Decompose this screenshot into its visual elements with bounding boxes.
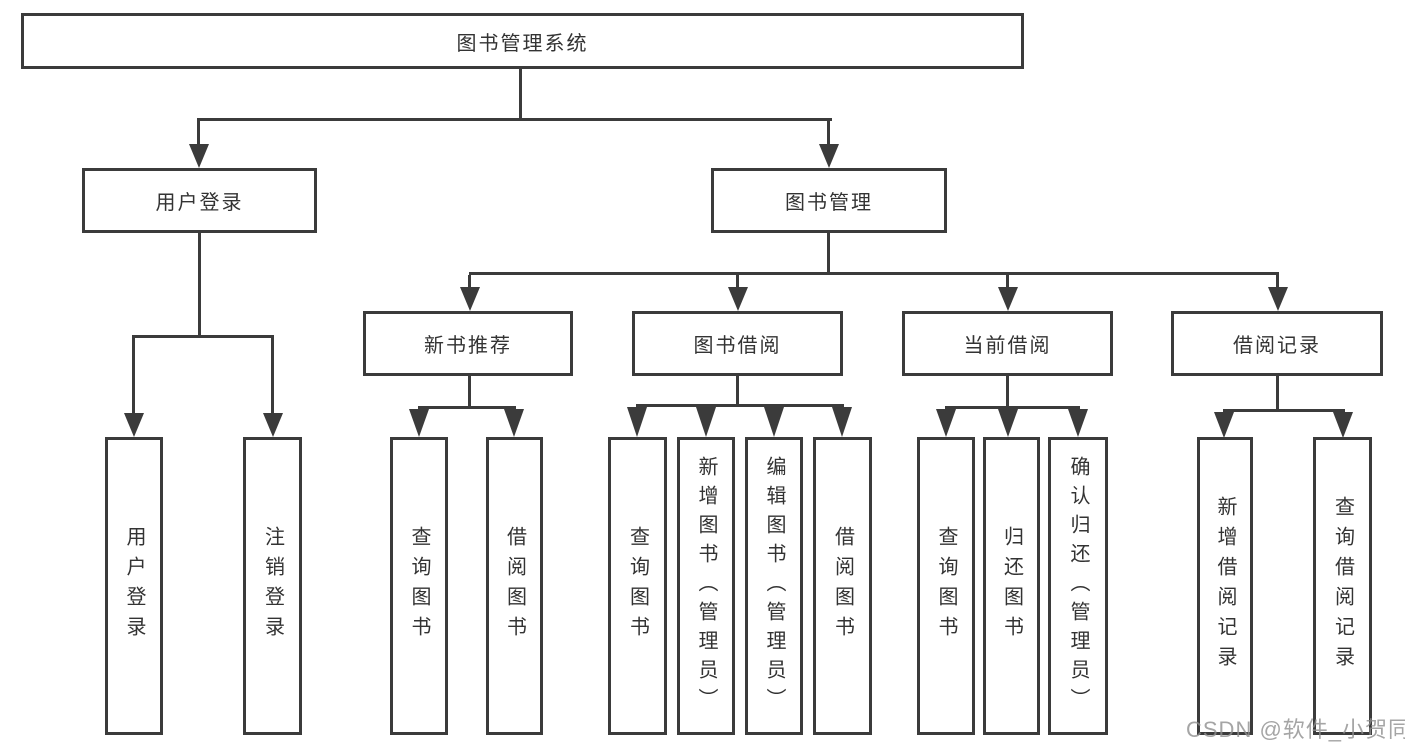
connector-line [736,376,739,404]
arrow-down-icon [1333,412,1353,438]
node-book-borrow: 图书借阅 [632,311,843,376]
leaf-query-borrow-record: 查询借阅记录 [1313,437,1372,735]
connector-line [1006,376,1009,406]
connector-line [198,233,201,335]
connector-line [1276,275,1279,289]
connector-line [197,118,832,121]
connector-line [1223,409,1345,412]
leaf-confirm-return-admin-label: 确认归还（管理员） [1067,455,1089,717]
arrow-down-icon [504,409,524,437]
leaf-edit-book-admin-label: 编辑图书（管理员） [763,455,785,717]
arrow-down-icon [1214,412,1234,438]
connector-line [636,404,844,407]
arrow-down-icon [998,409,1018,437]
arrow-down-icon [627,407,647,437]
leaf-return-book-label: 归还图书 [1000,526,1023,646]
leaf-newbook-borrow-book: 借阅图书 [486,437,543,735]
leaf-borrow-query-book: 查询图书 [608,437,667,735]
leaf-return-book: 归还图书 [983,437,1040,735]
arrow-down-icon [728,287,748,311]
leaf-newbook-query-book: 查询图书 [390,437,448,735]
connector-line [736,275,739,289]
leaf-newbook-query-book-label: 查询图书 [408,526,430,646]
arrow-down-icon [832,407,852,437]
arrow-down-icon [936,409,956,437]
csdn-watermark: CSDN @软件_小贺同学 [1186,717,1405,742]
leaf-query-borrow-record-label: 查询借阅记录 [1331,496,1354,676]
connector-line [1006,275,1009,289]
connector-line [1276,376,1279,409]
arrow-down-icon [460,287,480,311]
arrow-down-icon [819,144,839,168]
connector-line [418,406,516,409]
leaf-logout-label: 注销登录 [261,526,284,646]
leaf-newbook-borrow-book-label: 借阅图书 [503,526,526,646]
connector-line [468,275,471,289]
leaf-add-book-admin-label: 新增图书（管理员） [695,455,717,717]
leaf-add-book-admin: 新增图书（管理员） [677,437,735,735]
leaf-logout: 注销登录 [243,437,302,735]
node-borrow-record: 借阅记录 [1171,311,1383,376]
connector-line [271,338,274,413]
node-book-mgmt: 图书管理 [711,168,947,233]
node-current-borrow-label: 当前借阅 [963,335,1052,357]
arrow-down-icon [998,287,1018,311]
connector-line [827,233,830,272]
leaf-current-query-book: 查询图书 [917,437,975,735]
arrow-down-icon [263,413,283,437]
connector-line [468,376,471,406]
leaf-confirm-return-admin: 确认归还（管理员） [1048,437,1108,735]
leaf-edit-book-admin: 编辑图书（管理员） [745,437,803,735]
node-new-book: 新书推荐 [363,311,573,376]
node-borrow-record-label: 借阅记录 [1233,335,1321,357]
leaf-borrow-query-book-label: 查询图书 [626,526,649,646]
arrow-down-icon [1268,287,1288,311]
connector-line [827,121,830,147]
connector-line [132,338,135,413]
node-new-book-label: 新书推荐 [424,335,512,357]
node-root-label: 图书管理系统 [456,32,589,55]
arrow-down-icon [124,413,144,437]
leaf-user-login-label: 用户登录 [123,526,145,646]
leaf-add-borrow-record: 新增借阅记录 [1197,437,1253,735]
arrow-down-icon [696,407,716,437]
arrow-down-icon [409,409,429,437]
arrow-down-icon [1068,409,1088,437]
node-current-borrow: 当前借阅 [902,311,1113,376]
connector-line [469,272,1279,275]
node-book-borrow-label: 图书借阅 [693,335,782,357]
leaf-user-login: 用户登录 [105,437,163,735]
leaf-borrow-borrow-book: 借阅图书 [813,437,872,735]
node-book-mgmt-label: 图书管理 [785,192,873,214]
arrow-down-icon [764,407,784,437]
node-root: 图书管理系统 [21,13,1024,69]
node-user-login-label: 用户登录 [155,192,244,214]
leaf-add-borrow-record-label: 新增借阅记录 [1214,496,1236,676]
node-user-login: 用户登录 [82,168,317,233]
arrow-down-icon [189,144,209,168]
connector-line [519,67,522,118]
connector-line [132,335,274,338]
connector-line [197,121,200,147]
leaf-current-query-book-label: 查询图书 [935,526,957,646]
connector-line [945,406,1080,409]
leaf-borrow-borrow-book-label: 借阅图书 [831,526,854,646]
